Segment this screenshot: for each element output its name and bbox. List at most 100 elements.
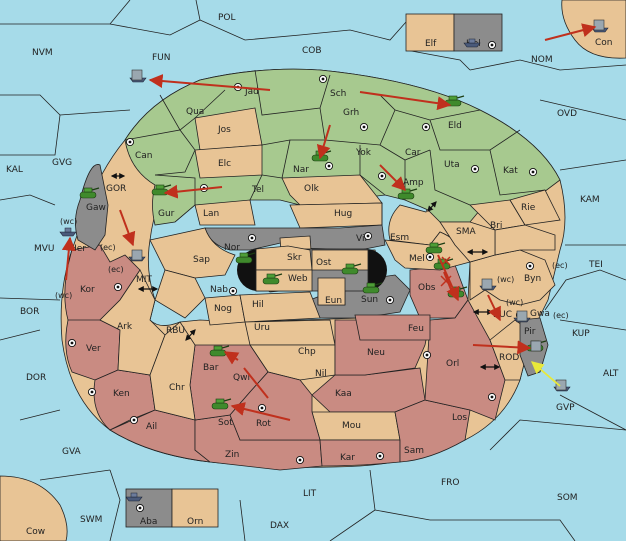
sea-label-alt: ALT <box>603 369 619 379</box>
sea-label-gvp: GVP <box>556 403 575 413</box>
province-uru: Uru <box>254 323 270 333</box>
move-arrow <box>223 351 240 365</box>
province-obs: Obs <box>418 283 436 293</box>
sea-label-kup: KUP <box>572 329 590 339</box>
province-web: Web <box>288 274 308 284</box>
province-pir: Pir <box>524 327 536 337</box>
supply-center-icon <box>228 286 238 296</box>
province-rie: Rie <box>521 203 536 213</box>
sea-label-mit: MIT <box>136 275 152 285</box>
move-arrow <box>230 402 291 421</box>
province-gwa: Gwa <box>530 309 550 319</box>
province-kar: Kar <box>340 453 355 463</box>
province-aba: Aba <box>140 517 157 527</box>
province-sch: Sch <box>330 89 346 99</box>
province-yok: Yok <box>355 148 372 158</box>
island-aba-orn <box>125 488 219 528</box>
supply-center-icon <box>87 387 97 397</box>
supply-center-icon <box>470 164 480 174</box>
coast-label: (ec) <box>553 311 569 320</box>
red-territory <box>64 221 556 471</box>
province-grh: Grh <box>343 108 359 118</box>
sea-label-som: SOM <box>557 493 578 503</box>
province-nog: Nog <box>214 304 232 314</box>
province-tel: Tel <box>251 185 264 195</box>
coast-label: (wc) <box>506 298 523 307</box>
passages <box>110 173 501 370</box>
province-cow: Cow <box>26 527 45 537</box>
island-elf-hel <box>405 13 503 52</box>
province-uta: Uta <box>444 160 460 170</box>
sea-label-fun: FUN <box>152 53 171 63</box>
province-esm: Esm <box>390 233 409 243</box>
move-arrow <box>437 254 460 302</box>
province-her: Her <box>70 244 86 254</box>
sea-label-kal: KAL <box>6 165 23 175</box>
province-qwi: Qwi <box>233 373 250 383</box>
move-arrow <box>472 340 532 355</box>
supply-center-icon <box>377 171 387 181</box>
province-nil: Nil <box>315 369 327 379</box>
move-arrow <box>487 294 501 322</box>
move-arrow <box>148 74 271 91</box>
sea-label-cob: COB <box>302 46 322 56</box>
supply-center-icon <box>375 451 385 461</box>
supply-center-icon <box>363 231 373 241</box>
supply-center-icon <box>135 503 145 513</box>
province-sun: Sun <box>361 295 378 305</box>
order-arrows <box>61 23 597 421</box>
move-arrow <box>316 124 331 160</box>
province-orl: Orl <box>446 359 459 369</box>
province-labels: Jad Sch Qua Jos Grh Eld Can Elc Nar Yok … <box>26 38 613 537</box>
province-byn: Byn <box>524 274 541 284</box>
province-hil: Hil <box>252 300 264 310</box>
sea-label-sma: SMA <box>456 227 476 237</box>
supply-center-icon <box>247 233 257 243</box>
province-amp: Amp <box>403 178 424 188</box>
province-lan: Lan <box>203 209 219 219</box>
province-ost: Ost <box>316 258 332 268</box>
province-can: Can <box>135 151 153 161</box>
supply-center-icon <box>425 252 435 262</box>
coast-label: (ec) <box>108 265 124 274</box>
province-jos: Jos <box>217 125 231 135</box>
peninsula-gaw <box>75 164 109 251</box>
supply-center-icon <box>324 161 334 171</box>
sea-label-rbu: RBU <box>166 326 185 336</box>
province-eld: Eld <box>448 121 462 131</box>
sea-label-fro: FRO <box>441 478 460 488</box>
province-hug: Hug <box>334 209 352 219</box>
sea-label-swm: SWM <box>80 515 102 525</box>
double-arrow-icon <box>185 329 196 341</box>
province-car: Car <box>405 148 421 158</box>
province-kor: Kor <box>80 285 95 295</box>
sea-label-kam: KAM <box>580 195 600 205</box>
province-bar: Bar <box>203 363 219 373</box>
sea-label-gvg: GVG <box>52 158 72 168</box>
support-arrow <box>531 361 561 387</box>
sea-label-tei: TEI <box>588 260 603 270</box>
supply-center-icon <box>422 350 432 360</box>
sea-label-rod: ROD <box>499 353 519 363</box>
move-arrow <box>119 209 136 247</box>
province-nar: Nar <box>293 165 309 175</box>
province-zin: Zin <box>225 450 239 460</box>
province-orn: Orn <box>187 517 203 527</box>
province-qua: Qua <box>186 107 204 117</box>
province-ail: Ail <box>146 422 157 432</box>
coast-label: (ec) <box>552 261 568 270</box>
province-nor: Nor <box>224 243 240 253</box>
province-mel: Mel <box>409 254 425 264</box>
province-ken: Ken <box>113 389 130 399</box>
province-nab: Nab <box>210 285 228 295</box>
sea-label-bor: BOR <box>20 307 39 317</box>
coast-label: (ec) <box>100 243 116 252</box>
sea-label-nom: NOM <box>531 55 553 65</box>
province-elc: Elc <box>218 159 231 169</box>
supply-center-icon <box>113 282 123 292</box>
province-con: Con <box>595 38 613 48</box>
province-jad: Jad <box>244 87 259 97</box>
sea-label-nvm: NVM <box>32 48 53 58</box>
province-kat: Kat <box>503 166 518 176</box>
